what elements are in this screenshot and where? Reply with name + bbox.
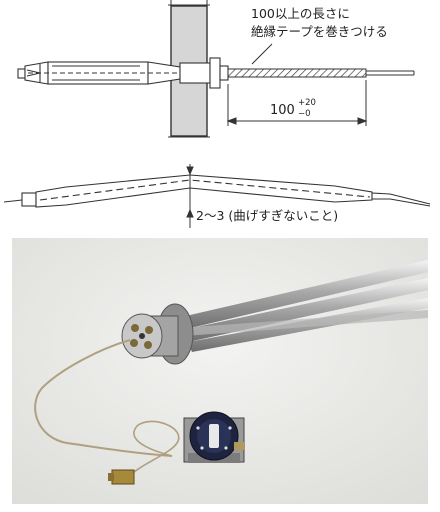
thermostat-body: [183, 411, 245, 463]
capillary-wire: [34, 339, 173, 457]
tape-note-line1: 100以上の長さに: [251, 6, 350, 21]
tube-fitting: [108, 469, 135, 485]
note-leader-line: [251, 43, 273, 65]
technical-drawing: 100以上の長さに 絶縁テープを巻きつける 100 +20 −0 2〜3 (曲げ…: [3, 0, 431, 228]
bent-sensor: [3, 174, 431, 208]
heater-flange: [121, 303, 194, 365]
tape-note-line2: 絶縁テープを巻きつける: [251, 24, 388, 39]
dimension-marks: [226, 80, 368, 126]
product-photo: [12, 238, 428, 504]
insulation-tape: [227, 68, 367, 78]
heater-rods: [177, 260, 428, 352]
sensor-assembly: [17, 57, 229, 89]
bend-label: 2〜3 (曲げすぎないこと): [196, 208, 338, 223]
dimension-tol-minus: −0: [298, 109, 311, 119]
dimension-value: 100: [270, 103, 295, 118]
bend-dimension-marks: [186, 164, 194, 228]
dimension-tol-plus: +20: [298, 98, 316, 108]
